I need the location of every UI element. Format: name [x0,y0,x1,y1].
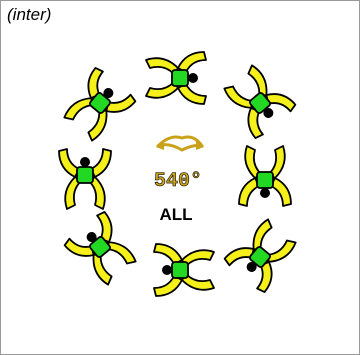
rotation-degrees: 540° [154,170,202,193]
group-label: ALL [159,205,192,224]
skydiver-bottom [154,244,214,296]
skydiver-bottom-left [63,210,141,289]
skydiver-top-right [218,60,296,139]
skydiver-top-left [58,66,136,145]
skydiver-right [239,146,291,206]
rotation-arrows-icon [156,137,204,150]
skydiver-top [146,52,206,104]
skydiver-bottom-right [223,214,301,293]
skydiver-left [59,149,111,209]
